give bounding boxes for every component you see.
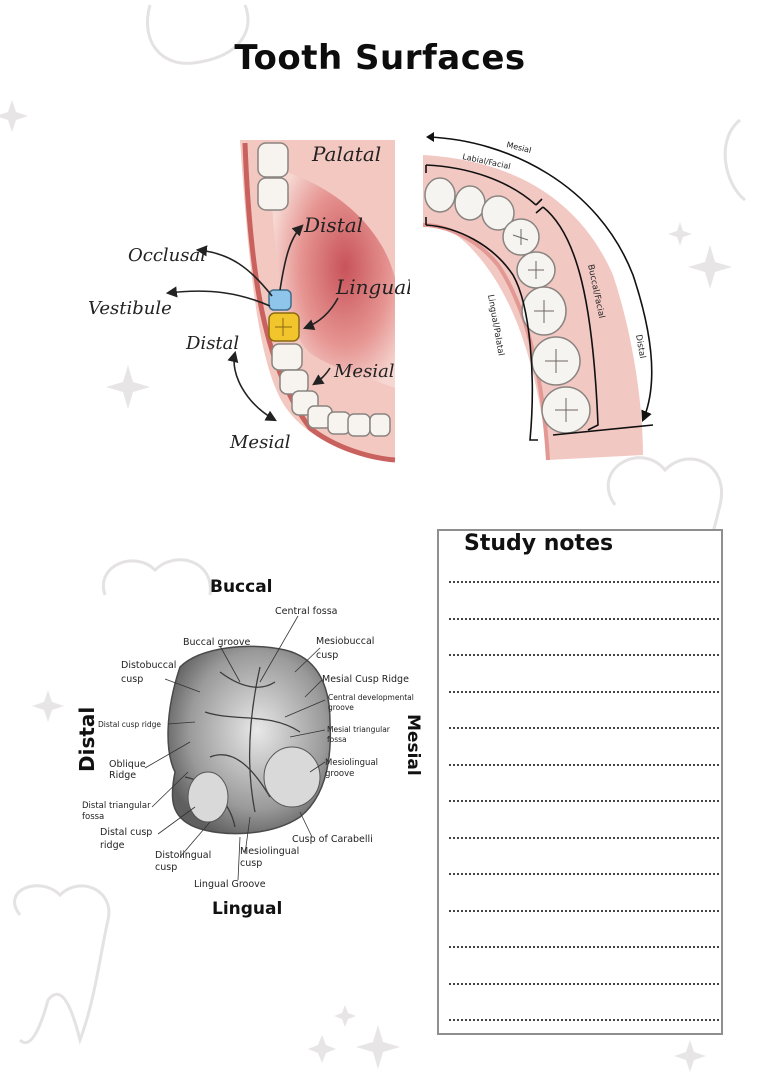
label-occlusal: Occlusal: [128, 245, 206, 266]
svg-text:cusp: cusp: [240, 858, 262, 869]
svg-text:ridge: ridge: [100, 840, 125, 851]
palate-area: [270, 168, 395, 388]
dir-distal: Distal: [75, 707, 99, 772]
sparkle-icon: [668, 222, 692, 246]
label-lingual: Lingual: [335, 275, 410, 299]
note-line[interactable]: [449, 581, 719, 583]
svg-text:fossa: fossa: [327, 735, 347, 744]
svg-text:cusp: cusp: [121, 674, 143, 685]
note-line[interactable]: [449, 727, 719, 729]
tooth-outline-icon: [13, 884, 111, 1046]
study-notes-title: Study notes: [464, 531, 614, 556]
label-buccal-groove: Buccal groove: [183, 637, 250, 648]
note-line[interactable]: [449, 836, 719, 839]
label-mesial-cusp-ridge: Mesial Cusp Ridge: [322, 674, 409, 685]
note-line[interactable]: [449, 1019, 719, 1021]
note-line[interactable]: [449, 617, 719, 620]
note-line[interactable]: [449, 873, 719, 875]
label-mesial: Mesial: [506, 140, 533, 155]
label-distal-left: Distal: [185, 333, 239, 354]
svg-text:groove: groove: [328, 703, 354, 712]
label-distal-cusp-ridge-2: Distal cusp: [100, 827, 152, 838]
mouth-diagram: Palatal Distal Occlusal Vestibule Lingua…: [88, 140, 410, 463]
label-lingual-groove: Lingual Groove: [194, 879, 266, 890]
label-distal-triangular-fossa: Distal triangular: [82, 801, 151, 811]
svg-text:fossa: fossa: [82, 812, 104, 822]
label-distolingual-cusp: Distolingual: [155, 850, 211, 861]
label-lingual-palatal: Lingual/Palatal: [485, 294, 506, 357]
molar-anatomy-diagram: Buccal Distal Mesial Lingual Central fos…: [75, 577, 423, 919]
label-mesial-bottom: Mesial: [229, 432, 291, 453]
label-mesial-right: Mesial: [333, 361, 395, 382]
label-central-developmental-groove: Central developmental: [328, 693, 414, 702]
note-line[interactable]: [449, 763, 719, 766]
label-mesiolingual-cusp: Mesiolingual: [240, 846, 299, 857]
tooth-outline-icon: [723, 118, 746, 202]
arrow-icon: [302, 297, 339, 331]
label-central-fossa: Central fossa: [275, 606, 338, 617]
sparkle-icon: [334, 1005, 356, 1027]
dir-mesial: Mesial: [403, 714, 423, 776]
svg-text:Ridge: Ridge: [109, 770, 136, 781]
note-line[interactable]: [449, 909, 719, 912]
dir-lingual: Lingual: [212, 899, 282, 919]
label-mesial-triangular-fossa: Mesial triangular: [327, 725, 391, 734]
sparkle-icon: [674, 1040, 706, 1072]
page-title: Tooth Surfaces: [234, 38, 526, 78]
label-distal-top: Distal: [303, 213, 363, 237]
note-line[interactable]: [449, 800, 719, 802]
sparkle-icon: [688, 245, 732, 289]
label-oblique-ridge: Oblique: [109, 759, 146, 770]
label-vestibule: Vestibule: [88, 298, 172, 319]
occlusal-surface-tooth: [268, 289, 292, 311]
label-cusp-of-carabelli: Cusp of Carabelli: [292, 834, 373, 845]
arrow-icon: [227, 350, 277, 422]
label-mesiolingual-groove: Mesiolingual: [325, 758, 378, 768]
arrow-icon: [312, 367, 331, 386]
svg-text:groove: groove: [325, 769, 354, 779]
svg-text:cusp: cusp: [155, 862, 177, 873]
tooth-outline-icon: [145, 4, 250, 65]
sparkle-icon: [32, 690, 64, 722]
study-notes-box[interactable]: Study notes: [437, 529, 723, 1035]
note-line[interactable]: [449, 690, 719, 693]
label-distobuccal-cusp: Distobuccal: [121, 660, 176, 671]
label-mesiobuccal-cusp: Mesiobuccal: [316, 636, 374, 647]
svg-text:cusp: cusp: [316, 650, 338, 661]
sparkle-icon: [308, 1035, 336, 1063]
tooth-outline-icon: [101, 558, 212, 596]
arrow-icon: [165, 286, 271, 307]
label-distal-cusp-ridge: Distal cusp ridge: [98, 720, 161, 729]
note-line[interactable]: [449, 946, 719, 948]
note-line[interactable]: [449, 982, 719, 985]
arrow-icon: [195, 245, 273, 297]
sparkle-icon: [106, 365, 150, 409]
sparkle-icon: [356, 1025, 400, 1069]
note-line[interactable]: [449, 654, 719, 656]
label-palatal: Palatal: [311, 142, 381, 166]
label-distal: Distal: [633, 334, 647, 360]
dental-arch-diagram: Mesial Labial/Facial Buccal/Facial Dista…: [422, 132, 654, 461]
arrow-icon: [279, 224, 304, 291]
dir-buccal: Buccal: [210, 577, 273, 597]
sparkle-icon: [0, 100, 28, 132]
